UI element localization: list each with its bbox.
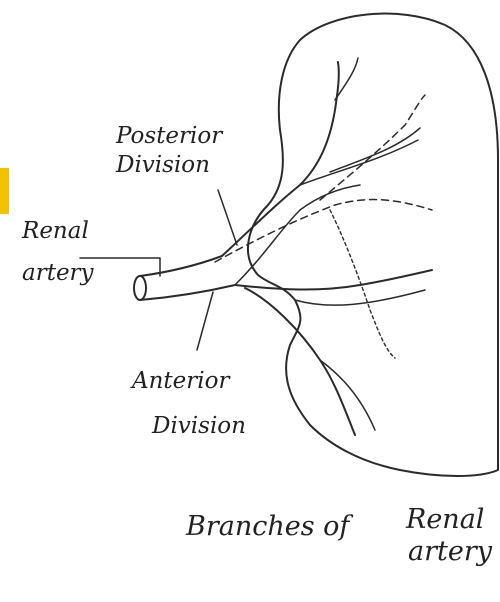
posterior-branch-twig-2 bbox=[300, 128, 420, 185]
anterior-branch-lower-twig bbox=[295, 290, 425, 430]
caption-word1: Branches of bbox=[185, 511, 353, 542]
anterior-label-line1: Anterior bbox=[130, 368, 231, 394]
highlight-mark bbox=[0, 168, 9, 214]
renal-artery-trunk bbox=[140, 256, 235, 300]
caption-word3: artery bbox=[408, 536, 493, 567]
artery-opening bbox=[134, 276, 146, 300]
kidney-outline bbox=[248, 14, 498, 476]
caption-word2: Renal bbox=[405, 504, 484, 535]
anterior-leader-line bbox=[197, 292, 213, 350]
posterior-label-line1: Posterior bbox=[115, 123, 224, 149]
renal-label-line1: Renal bbox=[21, 218, 89, 244]
posterior-leader-line bbox=[218, 190, 237, 245]
renal-label-line2: artery bbox=[22, 260, 95, 286]
posterior-label-line2: Division bbox=[115, 152, 210, 178]
anterior-label-line2: Division bbox=[151, 413, 246, 439]
